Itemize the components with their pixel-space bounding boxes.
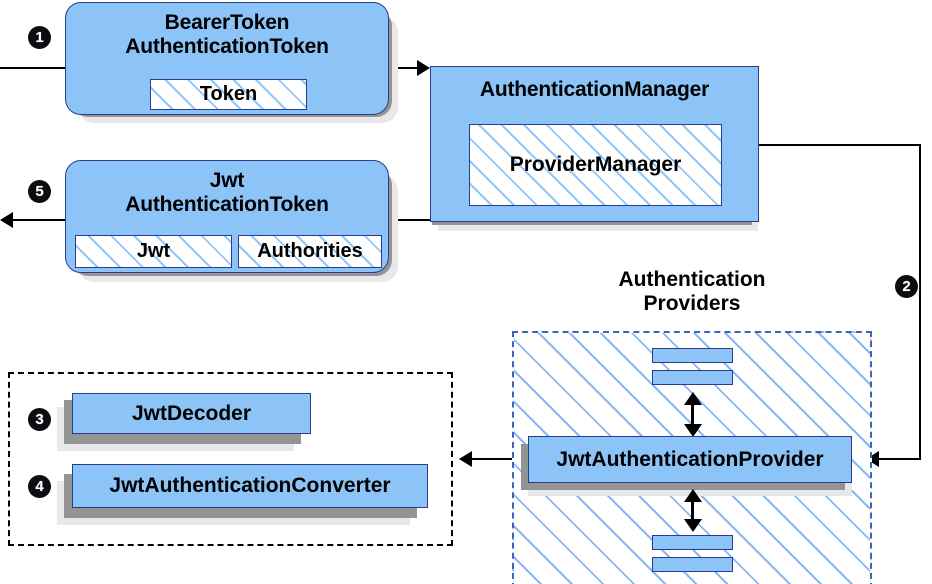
- jwt-token-field-jwt-label: Jwt: [136, 240, 171, 262]
- connector-manager-to-bus: [758, 144, 921, 146]
- authentication-providers-caption-line-1: Authentication: [618, 268, 766, 291]
- authentication-providers-caption-line-2: Providers: [643, 292, 741, 316]
- node-jwt-authentication-converter[interactable]: JwtAuthenticationConverter: [72, 464, 428, 508]
- connector-provider-link-top: [691, 398, 694, 428]
- jwt-decoder-title: JwtDecoder: [131, 401, 252, 425]
- authentication-providers-caption: Authentication Providers: [512, 268, 872, 316]
- step-badge-2: 2: [895, 275, 918, 298]
- bearer-token-title-line-1: BearerToken: [164, 11, 290, 34]
- provider-placeholder-bar-bottom-2: [652, 557, 733, 572]
- connector-manager-to-result: [388, 219, 430, 221]
- provider-placeholder-bar-top-2: [652, 370, 733, 385]
- arrowhead-provider-link-top-down: [684, 424, 702, 437]
- arrowhead-provider-to-helpers: [459, 451, 472, 467]
- node-jwt-decoder[interactable]: JwtDecoder: [72, 393, 311, 434]
- connector-bus-vertical: [919, 144, 921, 459]
- bearer-token-title: BearerToken AuthenticationToken: [66, 11, 388, 58]
- bearer-token-field-token-label: Token: [199, 83, 258, 105]
- jwt-converter-title: JwtAuthenticationConverter: [109, 474, 391, 497]
- step-badge-3: 3: [28, 408, 51, 431]
- connector-bus-to-provider: [878, 458, 921, 460]
- jwt-token-title: Jwt AuthenticationToken: [66, 169, 388, 216]
- jwt-token-field-authorities-label: Authorities: [257, 240, 363, 262]
- node-authentication-manager[interactable]: AuthenticationManager ProviderManager: [430, 66, 759, 222]
- bearer-token-title-line-2: AuthenticationToken: [125, 34, 329, 58]
- connector-incoming-request: [0, 67, 66, 69]
- jwt-token-field-jwt: Jwt: [75, 235, 232, 268]
- node-jwt-authentication-provider[interactable]: JwtAuthenticationProvider: [528, 436, 852, 483]
- arrowhead-provider-link-bottom-down: [684, 519, 702, 532]
- jwt-provider-title: JwtAuthenticationProvider: [556, 447, 824, 471]
- connector-provider-to-helpers: [472, 458, 532, 460]
- node-jwt-authentication-token[interactable]: Jwt AuthenticationToken Jwt Authorities: [65, 160, 389, 273]
- jwt-token-field-authorities: Authorities: [238, 235, 382, 268]
- jwt-token-title-line-1: Jwt: [209, 169, 245, 192]
- auth-manager-title: AuthenticationManager: [479, 78, 710, 101]
- step-badge-1: 1: [28, 26, 51, 49]
- node-bearer-token-authentication-token[interactable]: BearerToken AuthenticationToken Token: [65, 2, 389, 115]
- connector-token-to-manager: [388, 67, 422, 69]
- group-jwt-helpers: [8, 372, 453, 546]
- provider-placeholder-bar-bottom-1: [652, 535, 733, 550]
- step-badge-5: 5: [28, 180, 51, 203]
- jwt-token-title-line-2: AuthenticationToken: [125, 192, 329, 216]
- auth-manager-field-provider-manager: ProviderManager: [469, 124, 722, 206]
- connector-result-out: [10, 219, 68, 221]
- arrowhead-result-out: [0, 212, 13, 228]
- bearer-token-field-token: Token: [150, 79, 307, 110]
- arrowhead-provider-link-bottom-up: [684, 489, 702, 502]
- connector-provider-link-bottom: [691, 496, 694, 523]
- step-badge-4: 4: [28, 475, 51, 498]
- provider-placeholder-bar-top-1: [652, 348, 733, 363]
- arrowhead-token-to-manager: [417, 60, 430, 76]
- auth-manager-field-provider-manager-label: ProviderManager: [509, 153, 682, 176]
